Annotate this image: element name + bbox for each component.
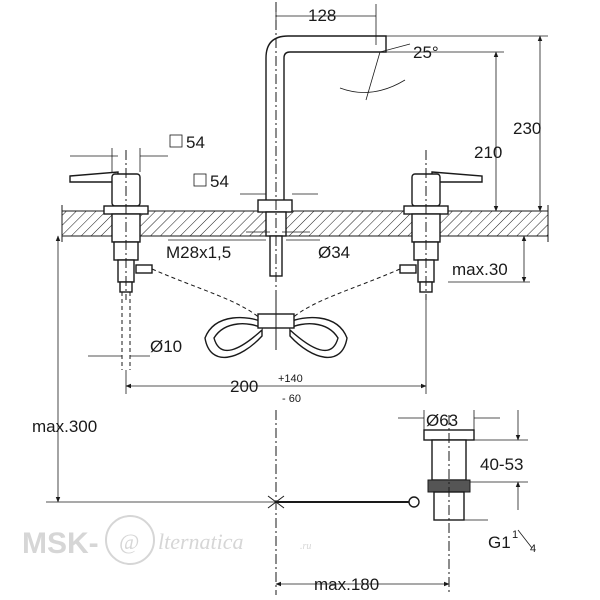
- watermark-script: lternatica: [158, 529, 244, 554]
- dim-hose-dia: Ø10: [150, 337, 182, 356]
- drain: [423, 415, 475, 595]
- dim-max-height: max.300: [32, 417, 97, 436]
- square-symbol-handle: [169, 134, 183, 148]
- spout: [257, 2, 387, 345]
- dim-spout-reach: 128: [308, 6, 336, 25]
- dim-drain-thread-num: 1: [512, 529, 518, 541]
- dim-max-deck: max.30: [452, 260, 508, 279]
- left-outlet: [135, 264, 153, 274]
- dim-handle-square: 54: [186, 133, 205, 152]
- right-hose: [289, 316, 348, 358]
- dim-spout-square: 54: [210, 172, 229, 191]
- dimension-lines: [46, 4, 548, 587]
- linkage-joint: [408, 496, 420, 508]
- dim-max-180: max.180: [314, 575, 379, 594]
- left-handle: [69, 150, 153, 370]
- watermark-circle: [105, 515, 155, 565]
- hoses: [151, 268, 401, 358]
- watermark-suffix: .ru: [300, 541, 311, 552]
- dim-drain-dia: Ø63: [426, 411, 458, 430]
- dim-spread-plus: +140: [278, 373, 303, 385]
- dim-drain-thread-main: G1: [488, 533, 511, 552]
- square-symbol-spout: [193, 173, 207, 187]
- dim-height-total: 230: [513, 119, 541, 138]
- dim-drain-thread-den: 4: [530, 543, 536, 555]
- dim-spout-dia: Ø34: [318, 243, 350, 262]
- dim-spout-angle: 25°: [413, 43, 439, 62]
- dim-spread-base: 200: [230, 377, 258, 396]
- dim-thread: M28x1,5: [166, 243, 231, 262]
- watermark-text-left: MSK-: [22, 527, 99, 560]
- watermark: MSK- @ lternatica .ru: [22, 515, 311, 565]
- dim-spread-minus: - 60: [282, 393, 301, 405]
- spout-body: [265, 35, 387, 206]
- dimension-texts: 128 25° 230 210 54 54 M28x1,5 Ø34 max.30…: [32, 6, 541, 594]
- left-hose: [204, 316, 263, 358]
- spout-base: [257, 199, 293, 213]
- right-outlet: [399, 264, 417, 274]
- dim-height-spout: 210: [474, 143, 502, 162]
- left-handle-lever: [69, 171, 119, 183]
- dim-drain-range: 40-53: [480, 455, 523, 474]
- right-handle: [399, 150, 483, 300]
- watermark-at: @: [119, 529, 139, 554]
- drain-linkage: [267, 410, 420, 595]
